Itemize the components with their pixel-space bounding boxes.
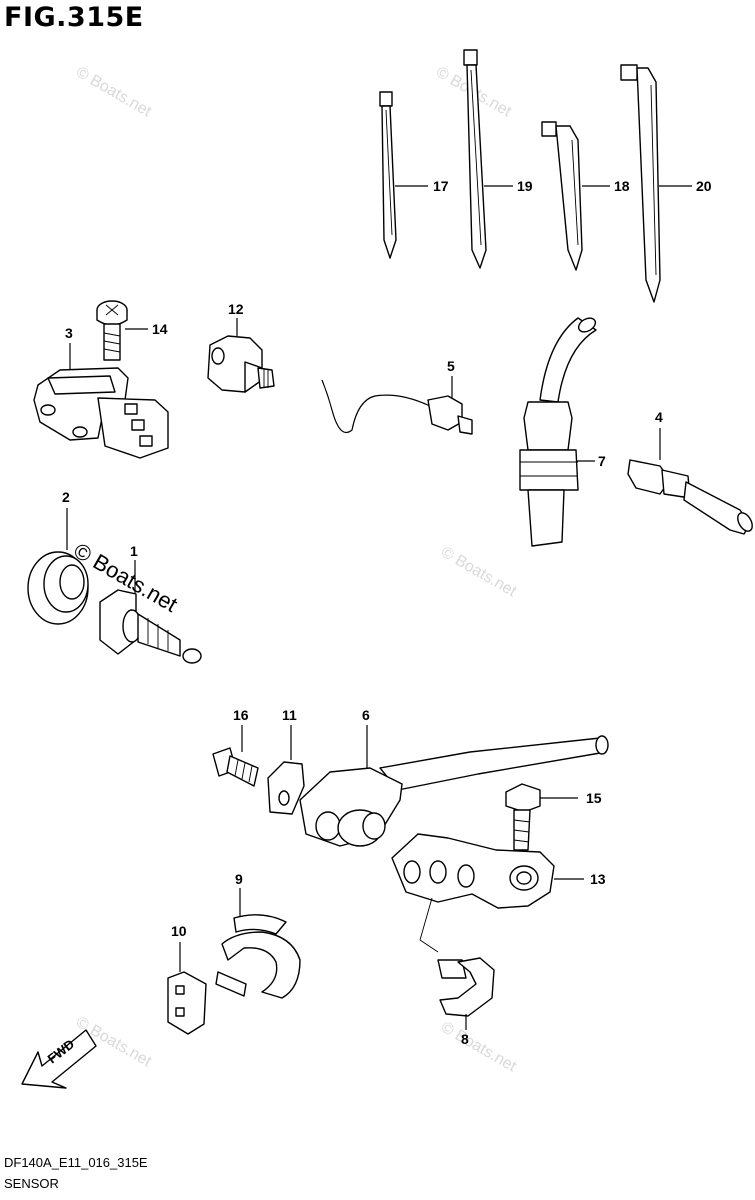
fwd-arrow-icon: FWD: [21, 1029, 97, 1089]
cable-tie-17: [379, 91, 428, 259]
callout-5: 5: [447, 358, 455, 374]
watermark: © Boats.net: [438, 544, 520, 601]
map-sensor-3: [33, 343, 169, 459]
grommet-2: [27, 508, 89, 625]
bolt-15: [505, 783, 578, 851]
callout-15: 15: [586, 790, 602, 806]
knock-sensor-5: [321, 376, 473, 435]
callout-13: 13: [590, 871, 606, 887]
callout-17: 17: [433, 178, 449, 194]
sensor-1: [99, 560, 202, 664]
callout-11: 11: [282, 707, 297, 723]
callout-1: 1: [130, 543, 138, 559]
callout-8: 8: [461, 1031, 469, 1047]
callout-7: 7: [598, 453, 606, 469]
watermarks: © Boats.net © Boats.net © Boats.net © Bo…: [70, 64, 520, 1076]
bolt-16: [212, 725, 259, 787]
figure-title: FIG.315E: [4, 2, 144, 33]
cable-tie-18: [541, 121, 610, 271]
o2-sensor-7: [519, 317, 597, 547]
callout-16: 16: [233, 707, 249, 723]
crank-sensor-6: [299, 725, 609, 847]
cable-tie-19: [463, 49, 513, 269]
callout-9: 9: [235, 871, 243, 887]
clip-10: [167, 942, 207, 1035]
callout-12: 12: [228, 301, 244, 317]
pressure-switch-12: [207, 318, 275, 393]
callout-3: 3: [65, 325, 73, 341]
watermark: © Boats.net: [438, 1019, 520, 1076]
callout-14: 14: [152, 321, 168, 337]
figure-code: DF140A_E11_016_315E: [4, 1155, 148, 1170]
callout-labels: 17 19 18 20 14 3 12 5 4 7 2 1 16 11 6 15…: [62, 178, 712, 1047]
clamp-9: [215, 888, 301, 999]
callout-19: 19: [517, 178, 533, 194]
temp-sensor-4: [627, 428, 753, 535]
clip-8: [437, 957, 495, 1030]
callout-18: 18: [614, 178, 630, 194]
bracket-13: [391, 833, 584, 953]
callout-20: 20: [696, 178, 712, 194]
callout-6: 6: [362, 707, 370, 723]
watermark: © Boats.net: [73, 64, 155, 121]
cable-tie-20: [620, 64, 692, 303]
callout-4: 4: [655, 409, 663, 425]
callout-10: 10: [171, 923, 187, 939]
bracket-11: [267, 725, 305, 815]
bolt-14: [96, 300, 148, 361]
figure-name: SENSOR: [4, 1176, 59, 1191]
callout-2: 2: [62, 489, 70, 505]
